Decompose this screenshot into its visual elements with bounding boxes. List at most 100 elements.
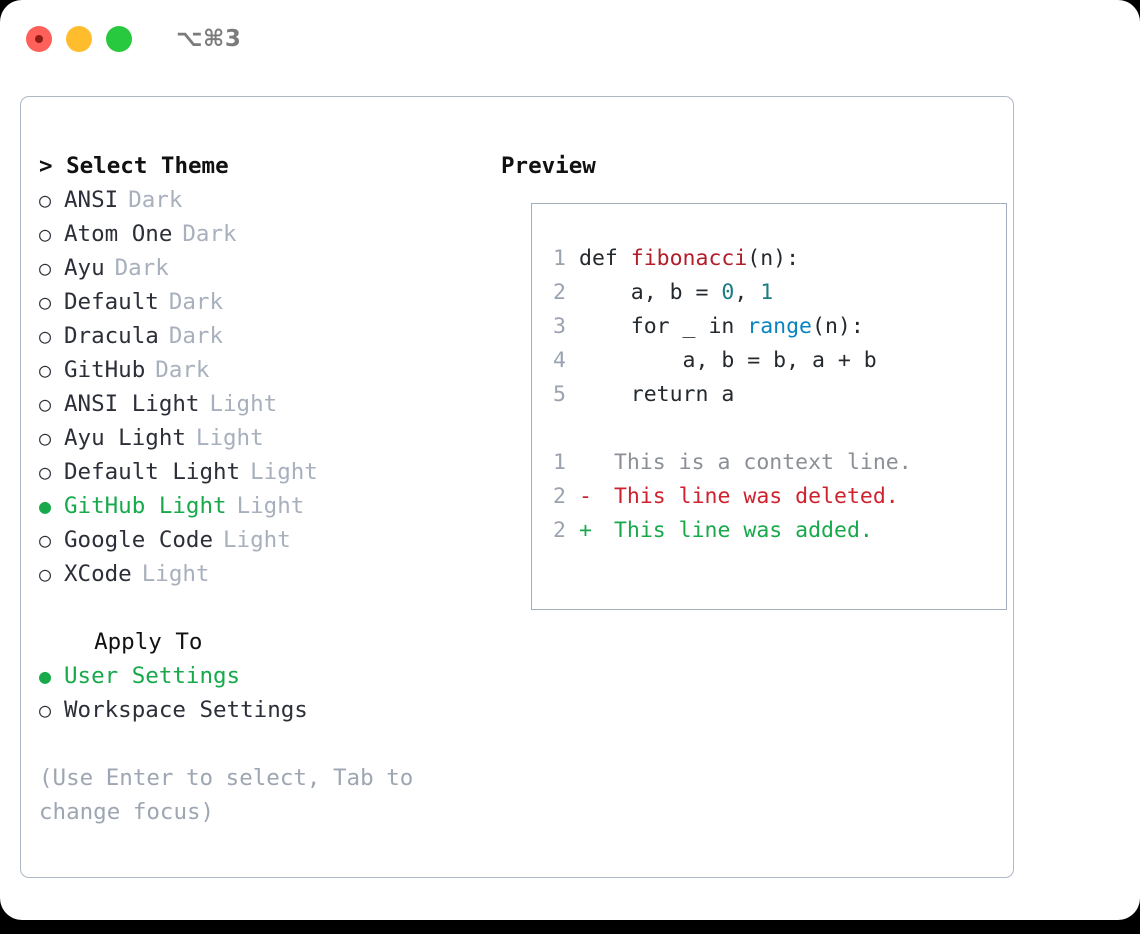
- theme-option-label: Atom One: [64, 221, 173, 247]
- radio-unselected-icon: ○: [39, 222, 52, 246]
- theme-option-label: Google Code: [64, 527, 214, 553]
- code-line-number: 1: [553, 246, 566, 271]
- apply-to-option-label: Workspace Settings: [64, 697, 308, 723]
- apply-to-option-list[interactable]: ● User Settings ○ Workspace Settings: [39, 659, 501, 727]
- theme-option-variant-tag: Light: [250, 459, 318, 485]
- diff-line: 2 - This line was deleted.: [532, 480, 1006, 514]
- theme-option-ansi[interactable]: ○ ANSI Dark: [39, 183, 501, 217]
- theme-option-variant-tag: Light: [209, 391, 278, 417]
- theme-option-default-light[interactable]: ○ Default Light Light: [39, 455, 501, 489]
- code-line-number: 3: [553, 314, 566, 339]
- theme-option-google-code[interactable]: ○ Google Code Light: [39, 523, 501, 557]
- theme-option-variant-tag: Light: [223, 527, 291, 553]
- theme-option-variant-tag: Dark: [168, 289, 224, 315]
- code-token: range: [747, 314, 813, 339]
- keyboard-shortcut-label: ⌥⌘3: [176, 26, 242, 52]
- code-line-content: a, b = b, a + b: [579, 344, 877, 378]
- code-line-number: 4: [553, 348, 566, 373]
- diff-line-number: 1: [553, 450, 566, 475]
- radio-selected-icon: ●: [39, 494, 52, 518]
- theme-option-label: Dracula: [64, 323, 159, 349]
- radio-unselected-icon: ○: [39, 324, 52, 348]
- code-token: return a: [579, 382, 735, 407]
- code-line-content: return a: [579, 378, 735, 412]
- code-line: 3 for _ in range(n):: [532, 310, 1006, 344]
- code-token: a, b =: [579, 280, 722, 305]
- theme-option-github-light[interactable]: ● GitHub Light Light: [39, 489, 501, 523]
- code-line-number: 2: [553, 280, 566, 305]
- apply-to-option-label: User Settings: [64, 663, 241, 689]
- radio-unselected-icon: ○: [39, 460, 52, 484]
- theme-option-label: GitHub: [64, 357, 146, 383]
- code-token: 1: [760, 280, 774, 305]
- radio-unselected-icon: ○: [39, 358, 52, 382]
- radio-unselected-icon: ○: [39, 256, 52, 280]
- minimize-window-icon[interactable]: [66, 26, 92, 52]
- code-token: for _ in: [579, 314, 748, 339]
- theme-option-ansi-light[interactable]: ○ ANSI Light Light: [39, 387, 501, 421]
- code-token: 0: [721, 280, 735, 305]
- radio-selected-icon: ●: [39, 664, 52, 688]
- diff-line-content: - This line was deleted.: [579, 480, 899, 514]
- code-line: 2 a, b = 0, 1: [532, 276, 1006, 310]
- theme-option-label: GitHub Light: [64, 493, 227, 519]
- apply-to-option-user-settings[interactable]: ● User Settings: [39, 659, 501, 693]
- radio-unselected-icon: ○: [39, 188, 52, 212]
- theme-option-label: Default Light: [64, 459, 241, 485]
- keyboard-hint-text: (Use Enter to select, Tab to change focu…: [39, 765, 414, 825]
- theme-option-label: Ayu: [64, 255, 105, 281]
- preview-header: Preview: [501, 153, 596, 179]
- diff-line-content: + This line was added.: [579, 514, 873, 548]
- theme-option-ayu[interactable]: ○ Ayu Dark: [39, 251, 501, 285]
- radio-unselected-icon: ○: [39, 528, 52, 552]
- diff-line: 2 + This line was added.: [532, 514, 1006, 548]
- diff-line-number: 2: [553, 484, 566, 509]
- code-token: def: [579, 246, 631, 271]
- diff-sign: [579, 446, 601, 480]
- code-line-content: a, b = 0, 1: [579, 276, 773, 310]
- theme-option-variant-tag: Dark: [114, 255, 169, 281]
- maximize-window-icon[interactable]: [106, 26, 132, 52]
- diff-line-number: 2: [553, 518, 566, 543]
- code-line: 4 a, b = b, a + b: [532, 344, 1006, 378]
- radio-unselected-icon: ○: [39, 562, 52, 586]
- code-token: (n):: [812, 314, 864, 339]
- diff-line-content: This is a context line.: [579, 446, 912, 480]
- theme-option-default[interactable]: ○ Default Dark: [39, 285, 501, 319]
- diff-text: This is a context line.: [601, 450, 912, 475]
- apply-to-header: Apply To: [67, 629, 203, 655]
- diff-sample: 1 This is a context line. 2 - This line wa…: [532, 446, 1006, 548]
- code-line-content: for _ in range(n):: [579, 310, 864, 344]
- theme-option-label: Default: [64, 289, 159, 315]
- theme-option-variant-tag: Light: [195, 425, 264, 451]
- theme-option-variant-tag: Light: [236, 493, 305, 519]
- diff-line: 1 This is a context line.: [532, 446, 1006, 480]
- theme-option-variant-tag: Dark: [128, 187, 183, 213]
- diff-sign: -: [579, 484, 592, 509]
- apply-to-option-workspace-settings[interactable]: ○ Workspace Settings: [39, 693, 501, 727]
- radio-unselected-icon: ○: [39, 698, 52, 722]
- code-token: (n):: [747, 246, 800, 271]
- radio-unselected-icon: ○: [39, 392, 52, 416]
- title-bar: ⌥⌘3: [0, 0, 1140, 78]
- theme-option-label: ANSI Light: [64, 391, 200, 417]
- theme-option-label: ANSI: [64, 187, 119, 213]
- code-token: fibonacci: [630, 246, 748, 271]
- radio-unselected-icon: ○: [39, 426, 52, 450]
- diff-sign: +: [579, 518, 592, 543]
- close-window-icon[interactable]: [26, 26, 52, 52]
- theme-option-variant-tag: Light: [141, 561, 210, 587]
- radio-unselected-icon: ○: [39, 290, 52, 314]
